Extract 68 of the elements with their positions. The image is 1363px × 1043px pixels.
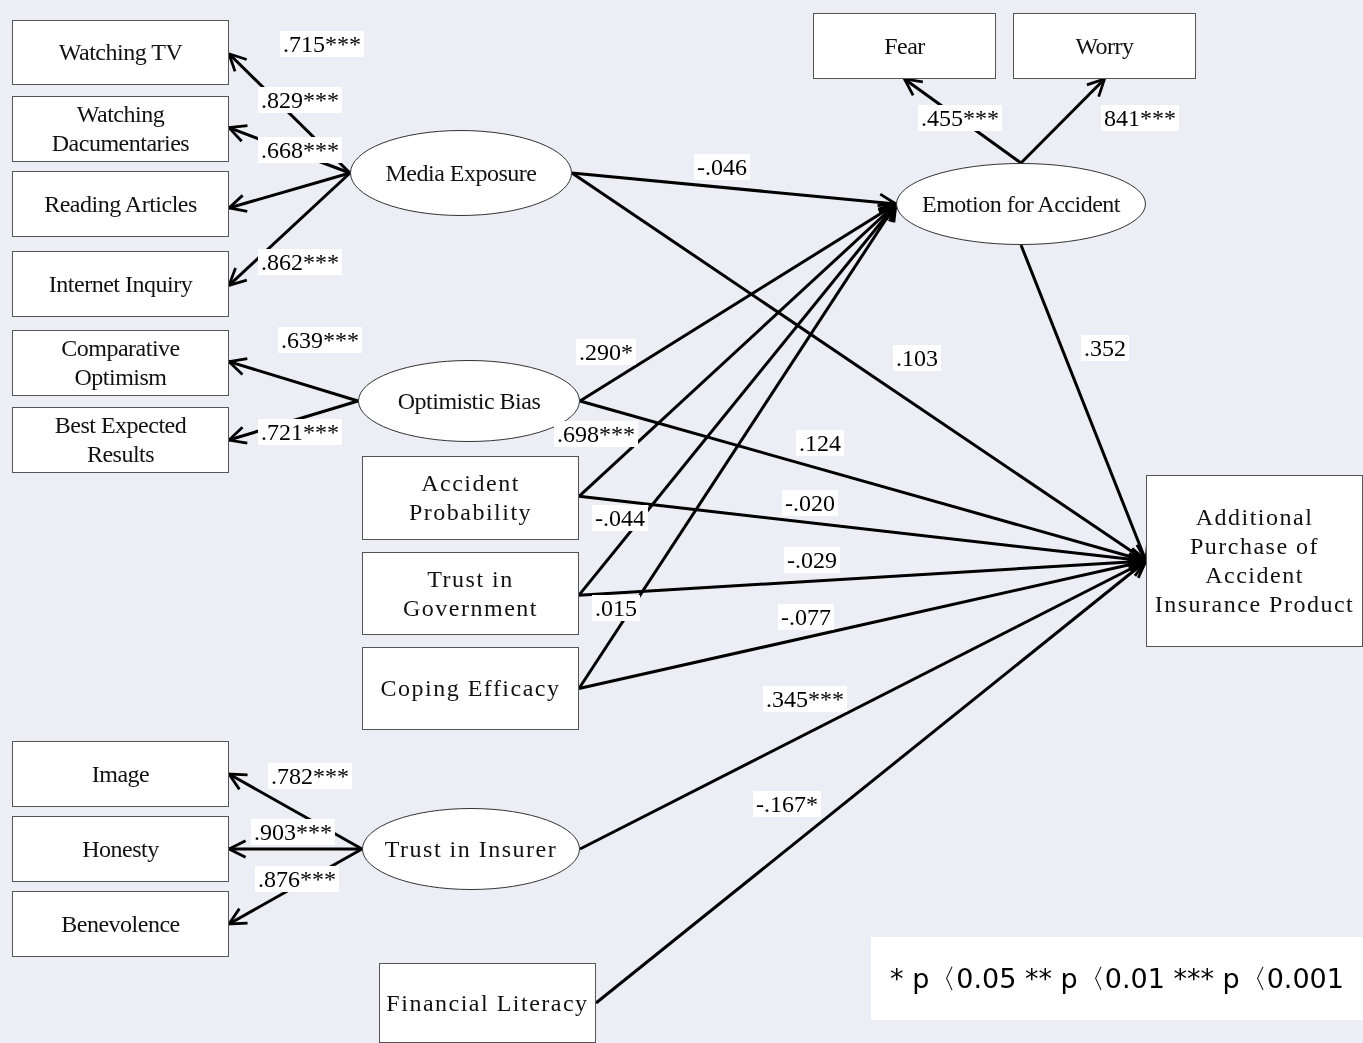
edge-label: .721***	[258, 419, 342, 445]
edge-label: -.029	[784, 547, 840, 573]
variable-box	[362, 552, 579, 635]
edge-label: .124	[796, 430, 844, 456]
node-label: Emotion for Accident	[922, 189, 1120, 219]
variable-box	[12, 330, 229, 396]
latent-variable-ellipse	[896, 163, 1146, 245]
variable-box	[379, 963, 596, 1043]
edge-label: -.020	[782, 490, 838, 516]
edge-label: 841***	[1101, 105, 1179, 131]
latent-variable-ellipse	[362, 808, 580, 890]
edge-label: .668***	[258, 137, 342, 163]
node-label: Financial Literacy	[386, 988, 589, 1018]
variable-box	[1013, 13, 1196, 79]
edge-label: -.167*	[753, 791, 821, 817]
arrow	[227, 171, 351, 213]
node-label: Media Exposure	[385, 158, 537, 188]
edge-label: .639***	[278, 327, 362, 353]
variable-box	[12, 891, 229, 957]
variable-box	[362, 456, 579, 540]
variable-box	[12, 407, 229, 473]
edge-label: -.044	[592, 505, 648, 531]
edge-label: .698***	[554, 421, 638, 447]
variable-box	[12, 816, 229, 882]
node-label: Optimistic Bias	[397, 386, 541, 416]
significance-note: * p〈0.05 ** p〈0.01 *** p〈0.001	[871, 937, 1363, 1020]
edge-label: .455***	[918, 105, 1002, 131]
arrow	[227, 839, 362, 859]
latent-variable-ellipse	[350, 130, 572, 216]
edge-label: -.046	[694, 154, 750, 180]
node-label: Comparative Optimism	[60, 334, 181, 392]
variable-box	[813, 13, 996, 79]
node-label: Reading Articles	[44, 189, 197, 219]
edge-label: .290*	[576, 339, 636, 365]
node-label: Coping Efficacy	[380, 674, 561, 703]
edge-label: .829***	[258, 87, 342, 113]
edge-label: .715***	[280, 31, 364, 57]
node-label: Fear	[884, 31, 925, 61]
node-label: Honesty	[82, 834, 159, 864]
node-label: Trust in Government	[402, 564, 539, 623]
node-label: Internet Inquiry	[48, 269, 193, 299]
edge-label: .015	[592, 595, 640, 621]
arrow	[1019, 77, 1106, 165]
edge-label: .103	[893, 345, 941, 371]
variable-box	[12, 96, 229, 162]
edge-label: .782***	[268, 763, 352, 789]
edge-label: .352	[1081, 335, 1129, 361]
variable-box	[1146, 475, 1363, 647]
variable-box	[362, 647, 579, 730]
node-label: Accident Probability	[407, 469, 534, 527]
edge-label: -.077	[778, 604, 834, 630]
edge-label: .876***	[255, 866, 339, 892]
node-label: Best Expected Results	[53, 411, 188, 469]
variable-box	[12, 171, 229, 237]
node-label: Additional Purchase of Accident Insurance Product	[1153, 503, 1356, 619]
variable-box	[12, 741, 229, 807]
node-label: Image	[91, 759, 150, 789]
edge-label: .903***	[251, 819, 335, 845]
arrow	[227, 357, 359, 403]
node-label: Benevolence	[61, 909, 180, 939]
node-label: Trust in Insurer	[384, 834, 558, 864]
variable-box	[12, 20, 229, 85]
edge-label: .862***	[258, 249, 342, 275]
node-label: Watching TV	[58, 38, 183, 67]
node-label: Worry	[1075, 31, 1134, 61]
variable-box	[12, 251, 229, 317]
edge-label: .345***	[763, 686, 847, 712]
node-label: Watching Dacumentaries	[50, 100, 191, 158]
